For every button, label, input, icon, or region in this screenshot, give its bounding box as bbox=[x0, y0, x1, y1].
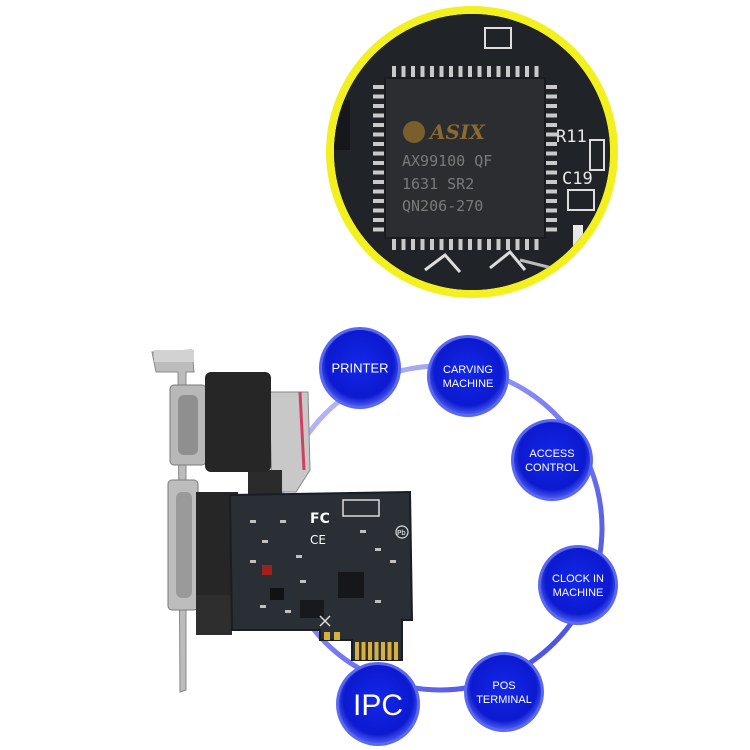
chip-body bbox=[384, 77, 546, 239]
weee-icon bbox=[319, 615, 331, 627]
fcc-mark: FC bbox=[310, 511, 330, 527]
chip-brand: ASIX bbox=[428, 120, 486, 144]
pcie-card: FC CE Pb bbox=[151, 349, 414, 693]
bubble-label-carving-machine-0: CARVING bbox=[443, 364, 493, 376]
bubble-label-printer-0: PRINTER bbox=[331, 361, 388, 376]
bubble-label-access-control-1: CONTROL bbox=[525, 462, 579, 474]
pb-mark: Pb bbox=[397, 529, 406, 537]
bubble-label-clock-in-machine-1: MACHINE bbox=[553, 587, 604, 599]
bubble-label-clock-in-machine-0: CLOCK IN bbox=[552, 573, 604, 585]
bubble-disc bbox=[322, 330, 398, 406]
bubble-label-access-control-0: ACCESS bbox=[529, 448, 574, 460]
ce-mark: CE bbox=[310, 533, 326, 547]
chip-line-1: AX99100 QF bbox=[402, 152, 492, 170]
bubble-carving-machine: CARVING MACHINE bbox=[427, 335, 509, 417]
bubble-pos-terminal: POS TERMINAL bbox=[464, 652, 544, 732]
label-c19: C19 bbox=[562, 169, 593, 189]
bubble-disc bbox=[467, 655, 541, 729]
bubble-disc bbox=[541, 548, 615, 622]
bubble-label-pos-terminal-0: POS bbox=[492, 680, 515, 692]
chip-line-2: 1631 SR2 bbox=[402, 175, 474, 193]
bubble-disc bbox=[514, 422, 590, 498]
controller-chip bbox=[338, 572, 364, 598]
bubble-clock-in-machine: CLOCK IN MACHINE bbox=[538, 545, 618, 625]
bubble-ipc: IPC bbox=[336, 662, 420, 746]
bubble-label-ipc-0: IPC bbox=[353, 689, 403, 722]
chip-logo-icon bbox=[403, 121, 425, 143]
pcb-board bbox=[228, 490, 414, 661]
bubble-access-control: ACCESS CONTROL bbox=[511, 419, 593, 501]
bubble-label-pos-terminal-1: TERMINAL bbox=[476, 694, 532, 706]
bubble-printer: PRINTER bbox=[319, 327, 401, 409]
label-r11: R11 bbox=[556, 127, 587, 147]
bubble-disc bbox=[430, 338, 506, 414]
application-bubbles: PRINTER CARVING MACHINE ACCESS CONTROL CLOCK … bbox=[319, 327, 618, 746]
chip-zoom-inset: ASIX AX99100 QF 1631 SR2 QN206-270 R11 C… bbox=[326, 6, 618, 298]
pb-free-icon bbox=[395, 525, 409, 539]
chip-line-3: QN206-270 bbox=[402, 197, 483, 215]
bubble-label-carving-machine-1: MACHINE bbox=[443, 378, 494, 390]
bubble-disc bbox=[339, 665, 417, 743]
